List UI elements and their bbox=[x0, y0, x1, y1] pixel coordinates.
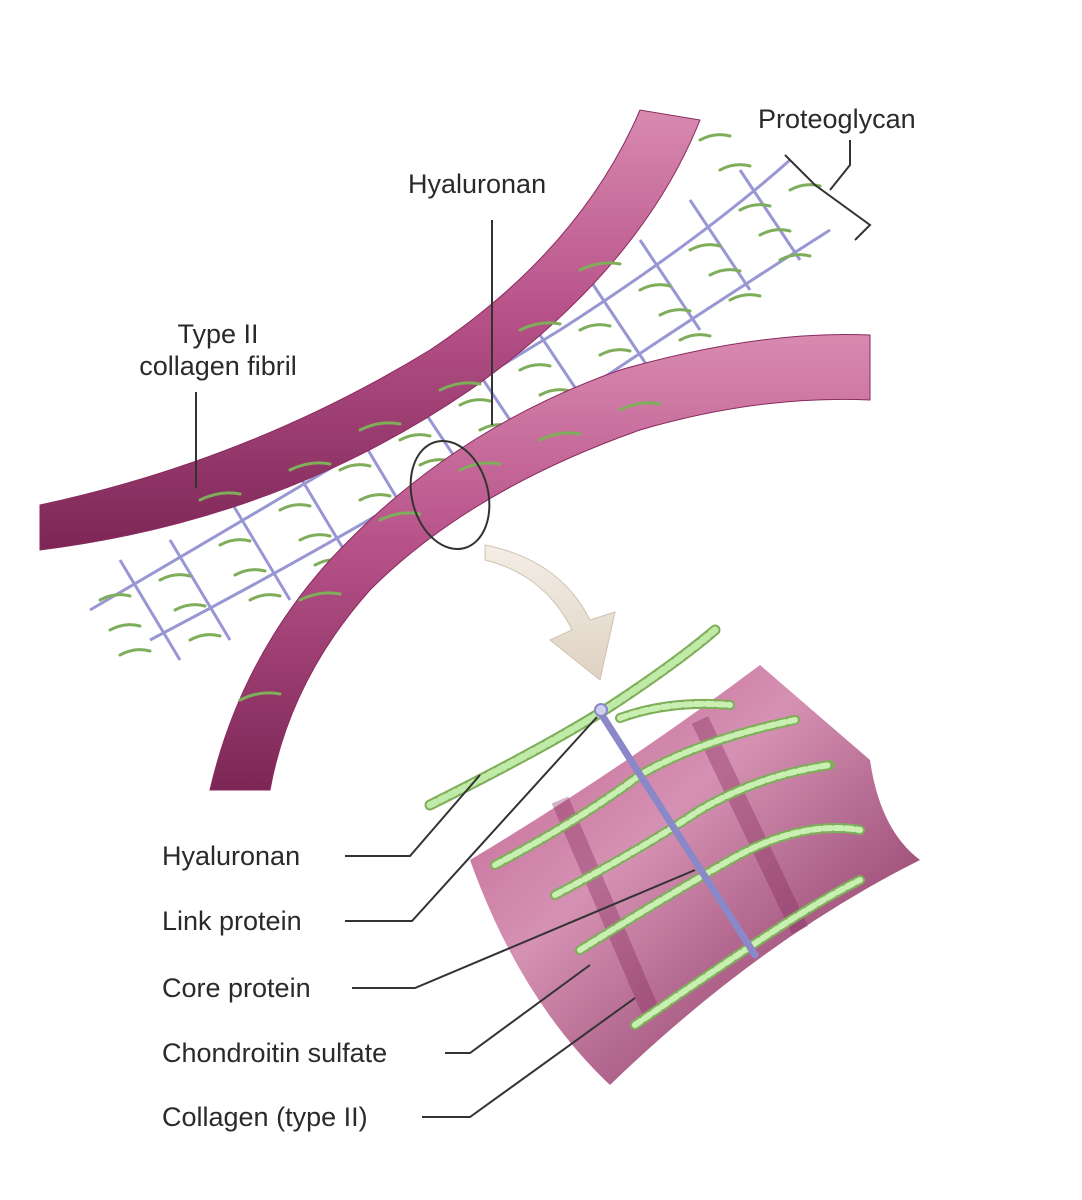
link-protein bbox=[594, 703, 608, 717]
label-hyaluronan: Hyaluronan bbox=[162, 841, 301, 871]
label-hyaluronan-top: Hyaluronan bbox=[408, 169, 547, 199]
leader-lines bbox=[195, 140, 872, 1118]
label-proteoglycan: Proteoglycan bbox=[758, 104, 916, 134]
core-protein bbox=[596, 708, 759, 959]
label-line1: Type II bbox=[177, 319, 259, 349]
zoom-arrow-icon bbox=[484, 544, 616, 681]
enlarged-chains bbox=[424, 624, 865, 1030]
label-collagen-type2: Collagen (type II) bbox=[162, 1102, 368, 1132]
label-type2-collagen-fibril: Type II collagen fibril bbox=[118, 318, 318, 382]
zoom-region-circle bbox=[409, 439, 491, 551]
label-link-protein: Link protein bbox=[162, 906, 302, 936]
collagen-fibril-upper bbox=[39, 109, 701, 551]
label-line2: collagen fibril bbox=[139, 351, 297, 381]
label-chondroitin-sulfate: Chondroitin sulfate bbox=[162, 1038, 388, 1068]
label-core-protein: Core protein bbox=[162, 973, 311, 1003]
collagen-fibril-lower bbox=[209, 333, 871, 791]
